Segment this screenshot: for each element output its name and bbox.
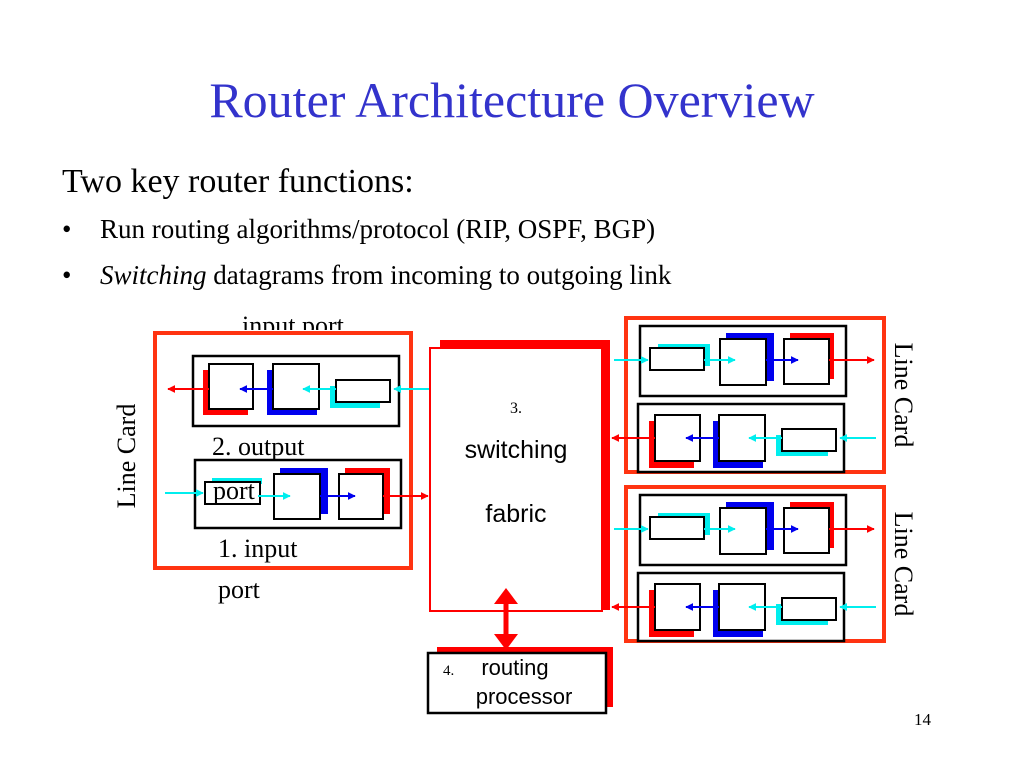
right-line-card: Line Card [611,316,918,474]
bullet-text: Run routing algorithms/protocol (RIP, OS… [100,214,656,244]
line-card-label: Line Card [112,404,141,509]
bullet-text: datagrams from incoming to outgoing link [206,260,672,290]
fabric-number: 3. [510,400,522,417]
output-port [611,571,876,643]
bullet-marker: • [62,260,72,290]
lead-text: Two key router functions: [62,163,414,200]
output-port [611,402,876,474]
fabric-label-line2: fabric [485,500,546,528]
output-port-label-line2: port [213,476,256,505]
processor-label-line1: routing [481,655,548,680]
slide-title: Router Architecture Overview [209,72,815,128]
right-line-card: Line Card [611,485,918,643]
processor-number: 4. [443,663,454,679]
line-card-label: Line Card [889,343,918,448]
input-port-label: 1. input [218,534,298,563]
line-card-border [153,331,413,570]
input-port-label-line2: port [218,575,261,604]
input-port [614,493,875,567]
switching-fabric: 3. switching fabric [429,340,610,612]
bullet-marker: • [62,214,72,244]
bullet-item: • Switching datagrams from incoming to ou… [62,258,671,292]
bullet-emphasis: Switching [100,260,207,290]
fabric-processor-link [494,588,518,650]
output-port [167,354,430,428]
routing-processor: 4. routing processor [426,647,613,715]
left-line-card: Line Card 2. output [112,331,430,604]
output-port-label: 2. output [212,432,305,461]
clipped-input-port-label: input port [242,311,345,340]
bullet-item: • Run routing algorithms/protocol (RIP, O… [62,212,655,246]
input-port [614,324,875,398]
line-card-label: Line Card [889,512,918,617]
input-port [165,458,429,530]
page-number: 14 [914,710,931,729]
processor-label-line2: processor [476,684,573,709]
fabric-label-line1: switching [465,436,568,464]
